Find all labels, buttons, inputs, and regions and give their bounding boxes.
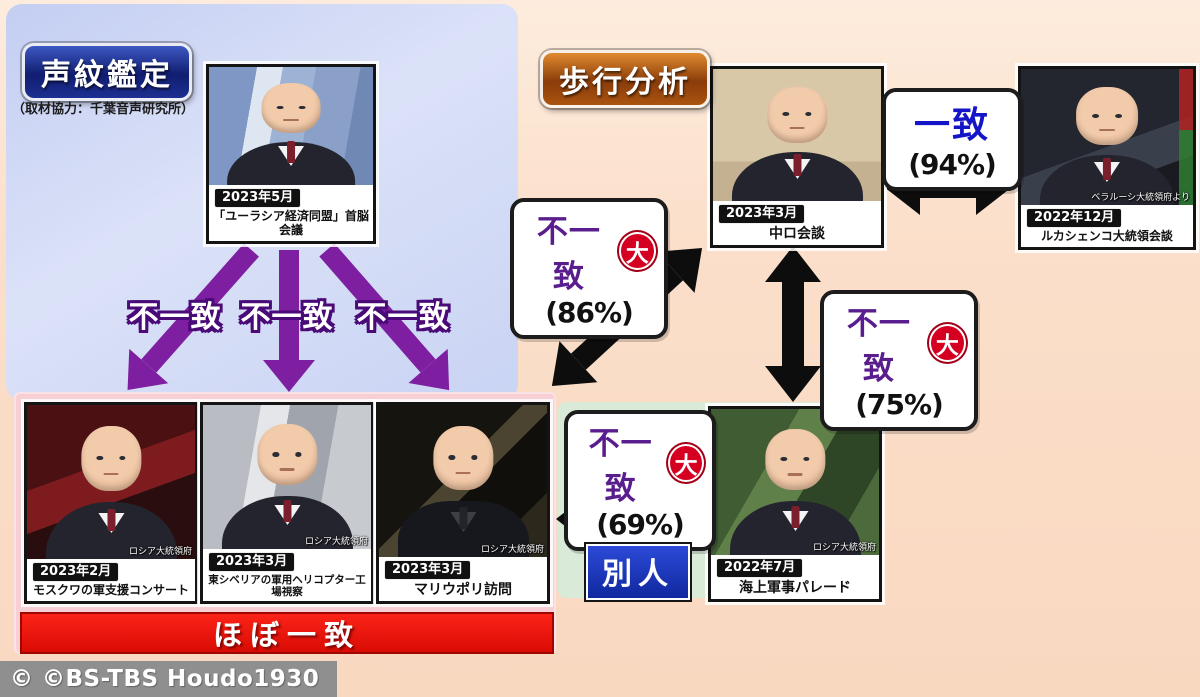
mariupol-caption: マリウポリ訪問 <box>414 581 512 598</box>
gait-analysis-badge: 歩行分析 <box>540 50 710 108</box>
mismatch-75-box: 不一致 大 (75%) <box>820 290 978 431</box>
mismatch-69-box: 不一致 大 (69%) <box>564 410 716 551</box>
match-94-box: 一致 (94%) <box>882 88 1022 191</box>
lukashenko-date-chip: 2022年12月 <box>1026 207 1123 229</box>
parade-photo-image: ロシア大統領府 <box>711 409 879 555</box>
concert-photo-image: ロシア大統領府 <box>27 405 195 559</box>
mariupol-caption-area: 2023年3月 マリウポリ訪問 <box>379 556 547 601</box>
concert-caption: モスクワの軍支援コンサート <box>32 583 189 598</box>
different-person-tag: 別人 <box>586 544 690 600</box>
meeting-caption-area: 2023年3月 中ロ会談 <box>713 200 881 245</box>
kremlin-watermark: ロシア大統領府 <box>812 542 876 553</box>
kremlin-watermark: ロシア大統領府 <box>480 544 544 555</box>
putin-figure <box>397 417 529 557</box>
photo-summit-2023-05: 2023年5月 「ユーラシア経済同盟」首脳会議 <box>206 64 376 244</box>
meeting-caption: 中ロ会談 <box>769 225 825 242</box>
match-94-percent: (94%) <box>908 148 997 181</box>
mismatch-69-percent: (69%) <box>596 508 685 541</box>
mismatch-69-label: 不一致 <box>588 426 653 507</box>
mismatch-label-3: 不一致 <box>356 300 450 335</box>
mismatch-69-big-mark: 大 <box>668 444 704 482</box>
factory-date-chip: 2023年3月 <box>208 551 296 572</box>
concert-date-chip: 2023年2月 <box>32 561 120 583</box>
factory-caption-area: 2023年3月 東シベリアの軍用ヘリコプター工場視察 <box>203 548 371 601</box>
putin-figure <box>729 421 861 555</box>
meeting-date-chip: 2023年3月 <box>718 203 806 224</box>
belarus-watermark: ベラルーシ大統領府より <box>1091 192 1190 203</box>
concert-caption-area: 2023年2月 モスクワの軍支援コンサート <box>27 558 195 601</box>
mismatch-75-label: 不一致 <box>846 306 911 387</box>
mismatch-75-percent: (75%) <box>855 388 944 421</box>
mismatch-label-1: 不一致 <box>128 300 222 335</box>
photo-factory-2023-03: ロシア大統領府 2023年3月 東シベリアの軍用ヘリコプター工場視察 <box>200 402 374 604</box>
summit-caption-area: 2023年5月 「ユーラシア経済同盟」首脳会議 <box>209 185 373 241</box>
copyright-bar: © ©BS-TBS Houdo1930 <box>0 661 338 697</box>
photo-meeting-2023-03: 2023年3月 中ロ会談 <box>710 66 884 248</box>
putin-figure <box>45 417 177 559</box>
kremlin-watermark: ロシア大統領府 <box>304 536 368 547</box>
photo-concert-2023-02: ロシア大統領府 2023年2月 モスクワの軍支援コンサート <box>24 402 198 604</box>
putin-figure <box>731 80 863 201</box>
mismatch-75-big-mark: 大 <box>928 324 966 362</box>
parade-caption-area: 2022年7月 海上軍事パレード <box>711 554 879 599</box>
putin-figure <box>221 417 353 549</box>
summit-caption: 「ユーラシア経済同盟」首脳会議 <box>213 209 369 238</box>
factory-photo-image: ロシア大統領府 <box>203 405 371 549</box>
factory-caption: 東シベリアの軍用ヘリコプター工場視察 <box>208 573 366 598</box>
research-credit: （取材協力：千葉音声研究所） <box>12 102 195 117</box>
parade-date-chip: 2022年7月 <box>716 557 804 578</box>
near-match-banner: ほぼ一致 <box>20 612 554 654</box>
putin-figure <box>227 76 355 186</box>
arrow-meeting-parade-vertical <box>765 246 821 402</box>
mismatch-86-label: 不一致 <box>536 214 601 295</box>
lukashenko-caption: ルカシェンコ大統領会談 <box>1041 229 1173 244</box>
putin-figure <box>1039 80 1175 205</box>
photo-mariupol-2023-03: ロシア大統領府 2023年3月 マリウポリ訪問 <box>376 402 550 604</box>
match-94-label: 一致 <box>913 105 990 146</box>
kremlin-watermark: ロシア大統領府 <box>128 546 192 557</box>
summit-date-chip: 2023年5月 <box>214 188 302 209</box>
lukashenko-caption-area: 2022年12月 ルカシェンコ大統領会談 <box>1021 204 1193 247</box>
photo-parade-2022-07: ロシア大統領府 2022年7月 海上軍事パレード <box>708 406 882 602</box>
belarus-flag-strip <box>1179 69 1193 205</box>
parade-caption: 海上軍事パレード <box>739 579 851 596</box>
mismatch-label-2: 不一致 <box>240 300 334 335</box>
mariupol-date-chip: 2023年3月 <box>384 559 472 580</box>
photo-lukashenko-2022-12: ベラルーシ大統領府より 2022年12月 ルカシェンコ大統領会談 <box>1018 66 1196 250</box>
mismatch-86-box: 不一致 大 (86%) <box>510 198 668 339</box>
mismatch-86-percent: (86%) <box>545 296 634 329</box>
lukashenko-photo-image: ベラルーシ大統領府より <box>1021 69 1193 205</box>
summit-photo-image <box>209 67 373 186</box>
voice-analysis-badge: 声紋鑑定 <box>22 43 192 101</box>
mismatch-86-big-mark: 大 <box>618 232 656 270</box>
mariupol-photo-image: ロシア大統領府 <box>379 405 547 557</box>
meeting-photo-image <box>713 69 881 201</box>
